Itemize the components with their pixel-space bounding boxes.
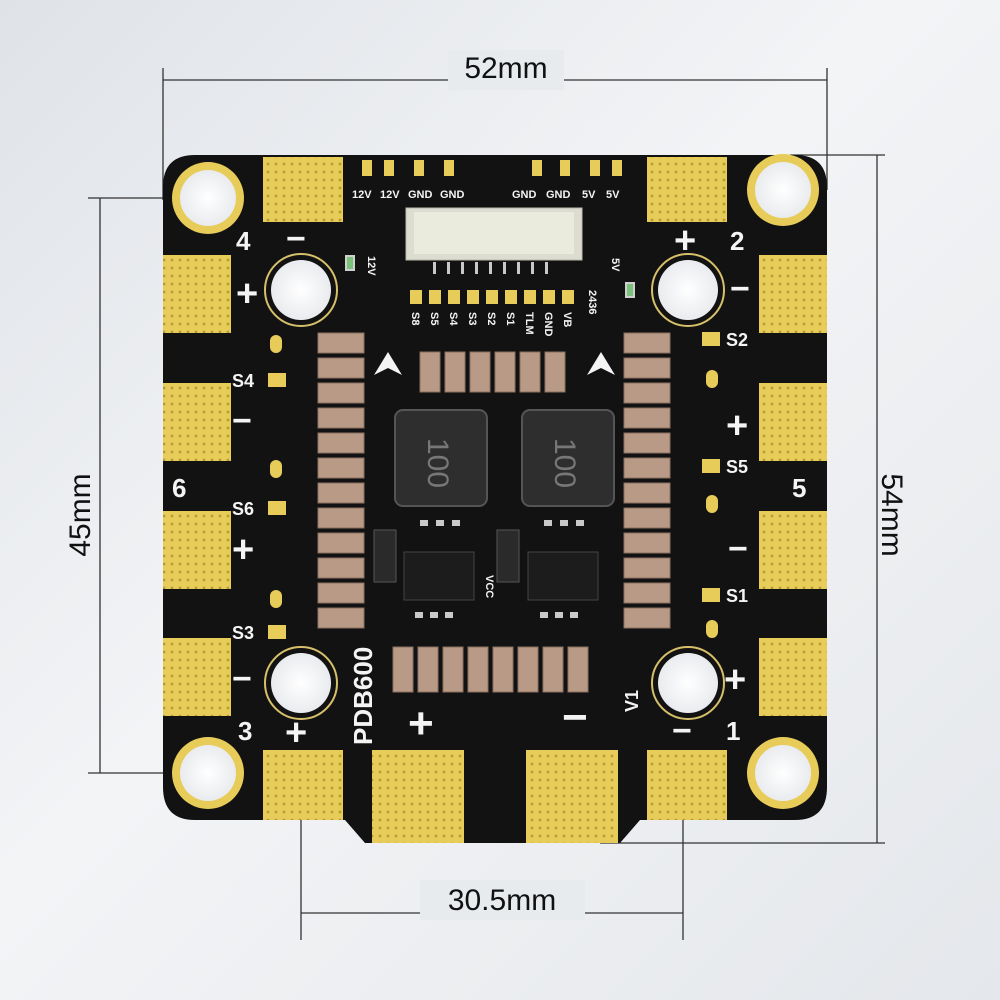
polarity-plus-m6: + [232,529,254,571]
dim-mount-spacing-label: 30.5mm [448,884,556,917]
dim-bottom-bg [420,880,585,920]
sig-pin-gnd: GND [542,312,554,337]
signal-label-s3: S3 [232,623,254,643]
connector-pins [433,262,548,274]
polarity-plus-m3: + [285,712,307,754]
polarity-plus-m4: + [236,273,258,315]
polarity-plus-m1: + [724,659,746,701]
pin-label-gnd-a: GND [408,189,433,201]
status-leds [345,255,635,298]
arrow-icon-left [374,352,402,375]
dim-width-label: 52mm [464,52,547,85]
signal-label-s5: S5 [726,457,748,477]
pin-label-5v-a: 5V [582,189,596,201]
signal-label-s4: S4 [232,371,254,391]
polarity-plus-m2: + [674,220,696,262]
polarity-minus-m2: − [730,270,750,308]
signal-label-s1: S1 [726,586,748,606]
inductor-left [394,409,488,507]
board-name: PDB600 [348,647,378,745]
date-code: 2436 [586,290,598,314]
sig-pin-tlm: TLM [523,312,535,335]
sig-pin-s2: S2 [485,312,497,325]
vcc-label: VCC [483,575,495,598]
sig-pin-s8: S8 [409,312,421,325]
capacitor-column-left [317,332,365,629]
pin-label-12v-b: 12V [380,189,400,201]
top-header-pads [362,160,622,176]
pin-label-gnd-c: GND [512,189,537,201]
sig-pin-s3: S3 [466,312,478,325]
mounting-holes [172,154,819,809]
polarity-minus-m5: − [728,530,748,568]
battery-minus: − [562,693,588,742]
polarity-minus-m6: − [232,402,252,440]
motor-number-6: 6 [172,473,186,503]
signal-header-pads [410,290,574,304]
polarity-minus-m4: − [286,220,306,258]
motor-number-3: 3 [238,716,252,746]
motor-signal-pads [268,332,720,639]
led-label-5v: 5V [609,258,621,272]
battery-plus: + [408,699,434,748]
sig-pin-s1: S1 [504,312,516,325]
inductor-right-label: 100 [548,438,581,488]
dim-height-left-label: 45mm [64,473,97,556]
pin-label-gnd-b: GND [440,189,465,201]
dim-height-right-label: 54mm [875,473,908,556]
jst-connector [405,207,583,261]
arrow-icon-right [587,352,615,375]
pin-label-5v-b: 5V [606,189,620,201]
signal-label-s2: S2 [726,330,748,350]
capacitor-row-bottom [392,646,589,693]
led-label-12v: 12V [365,256,377,276]
pin-label-12v-a: 12V [352,189,372,201]
inductor-right [521,409,615,507]
dim-top-bg [448,50,564,90]
polarity-minus-m1: − [672,712,692,750]
regulator-ics [373,520,599,618]
sig-pin-s4: S4 [447,312,459,326]
inductor-left-label: 100 [421,438,454,488]
sig-pin-s5: S5 [428,312,440,325]
sig-pin-vb: VB [561,312,573,327]
solder-pads [163,157,827,843]
motor-number-4: 4 [236,226,251,256]
capacitor-column-right [623,332,671,629]
motor-number-1: 1 [726,716,740,746]
pin-label-gnd-d: GND [546,189,571,201]
capacitor-row-top [419,351,566,393]
polarity-minus-m3: − [232,660,252,698]
motor-number-2: 2 [730,226,744,256]
board-version: V1 [622,690,642,712]
signal-label-s6: S6 [232,499,254,519]
polarity-plus-m5: + [726,405,748,447]
motor-number-5: 5 [792,473,806,503]
